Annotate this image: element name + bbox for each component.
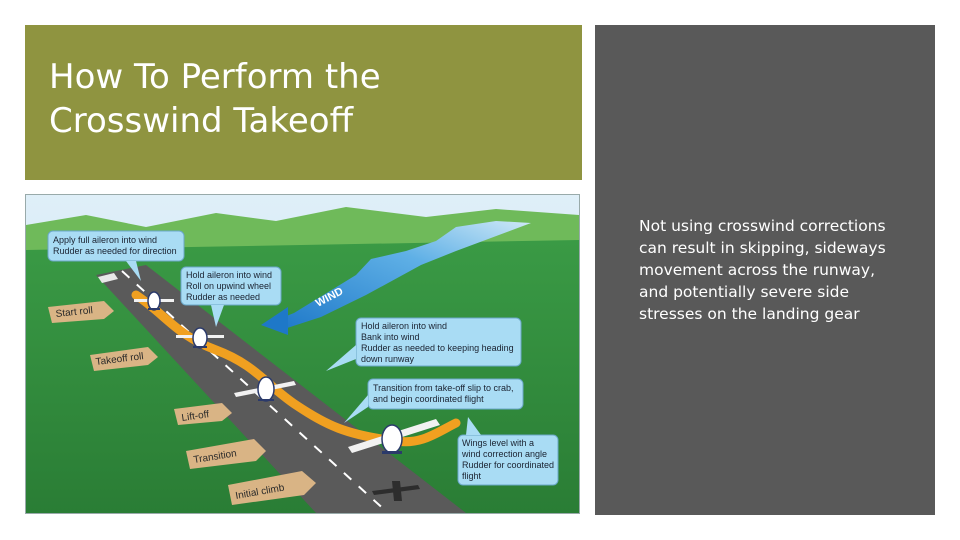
text-panel: Not using crosswind corrections can resu… bbox=[595, 25, 935, 515]
svg-text:Rudder as needed to keeping he: Rudder as needed to keeping heading bbox=[361, 343, 514, 353]
svg-text:Rudder as needed for direction: Rudder as needed for direction bbox=[53, 246, 177, 256]
diagram-illustration: WIND Start roll Takeoff roll bbox=[26, 195, 579, 513]
svg-text:down runway: down runway bbox=[361, 354, 415, 364]
runway-threshold bbox=[98, 273, 118, 283]
flight-path bbox=[131, 290, 461, 447]
svg-text:Wings level with a: Wings level with a bbox=[462, 438, 534, 448]
airplane-4 bbox=[348, 419, 440, 454]
wind-arrow-head bbox=[261, 307, 288, 335]
svg-text:Start roll: Start roll bbox=[55, 305, 93, 320]
title-line-2: Crosswind Takeoff bbox=[49, 101, 353, 141]
airplane-2 bbox=[176, 327, 224, 349]
airplane-shadow bbox=[372, 481, 420, 501]
svg-text:and begin coordinated flight: and begin coordinated flight bbox=[373, 394, 484, 404]
svg-text:Apply full aileron into wind: Apply full aileron into wind bbox=[53, 235, 157, 245]
svg-text:Lift-off: Lift-off bbox=[181, 409, 210, 424]
svg-text:Hold aileron into wind: Hold aileron into wind bbox=[361, 321, 447, 331]
slide-title: How To Perform the Crosswind Takeoff bbox=[49, 55, 569, 143]
svg-text:Hold aileron into wind: Hold aileron into wind bbox=[186, 270, 272, 280]
svg-text:Bank into wind: Bank into wind bbox=[361, 332, 420, 342]
svg-text:Rudder as needed: Rudder as needed bbox=[186, 292, 260, 302]
callout-roll: Hold aileron into wind Roll on upwind wh… bbox=[180, 266, 282, 327]
callout-climb: Wings level with a wind correction angle… bbox=[457, 417, 559, 486]
stage-takeoff-roll: Takeoff roll bbox=[90, 347, 158, 371]
stage-start-roll: Start roll bbox=[48, 301, 114, 323]
stage-transition: Transition bbox=[186, 439, 266, 469]
svg-text:Roll on upwind wheel: Roll on upwind wheel bbox=[186, 281, 271, 291]
svg-text:Transition from take-off slip: Transition from take-off slip to crab, bbox=[373, 383, 514, 393]
svg-text:wind correction angle: wind correction angle bbox=[461, 449, 547, 459]
callout-liftoff: Hold aileron into wind Bank into wind Ru… bbox=[326, 317, 522, 371]
airplane-3 bbox=[234, 376, 296, 402]
svg-text:flight: flight bbox=[462, 471, 482, 481]
stage-lift-off: Lift-off bbox=[174, 403, 232, 425]
body-text: Not using crosswind corrections can resu… bbox=[639, 217, 886, 323]
callout-start: Apply full aileron into wind Rudder as n… bbox=[47, 230, 185, 281]
svg-text:Rudder for coordinated: Rudder for coordinated bbox=[462, 460, 554, 470]
callout-transition: Transition from take-off slip to crab, a… bbox=[344, 378, 524, 423]
airplane-1 bbox=[134, 291, 174, 311]
title-banner: How To Perform the Crosswind Takeoff bbox=[25, 25, 582, 180]
crosswind-takeoff-diagram: WIND Start roll Takeoff roll bbox=[25, 194, 580, 514]
stage-initial-climb: Initial climb bbox=[228, 471, 316, 505]
title-line-1: How To Perform the bbox=[49, 57, 381, 97]
wind-arrow bbox=[274, 221, 531, 329]
